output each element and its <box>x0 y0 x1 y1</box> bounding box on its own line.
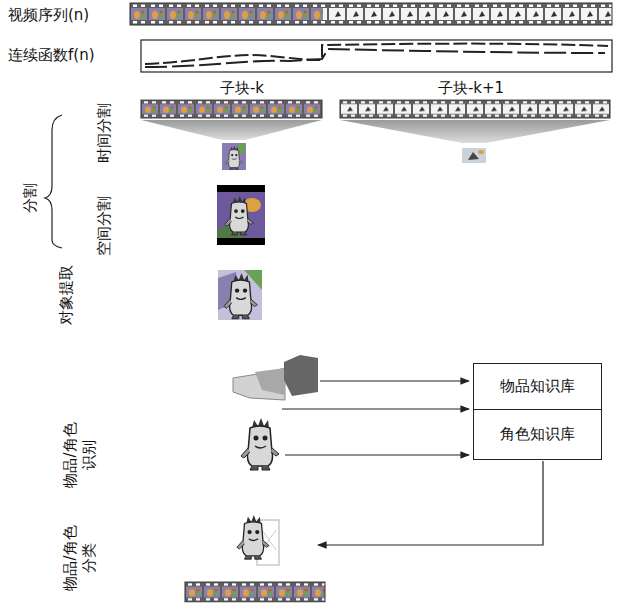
box-text: 角色知识库 <box>500 425 575 444</box>
character-figure <box>225 196 254 235</box>
knowledge-box: 物品知识库 <box>473 363 602 410</box>
film-strip <box>141 100 322 118</box>
arrow <box>320 380 469 381</box>
funnel <box>141 120 322 140</box>
film-frames <box>340 100 610 118</box>
thumbnail-bg <box>222 143 246 170</box>
object-piece <box>233 368 285 400</box>
film-frames <box>130 3 323 25</box>
row-label: 连续函数f(n) <box>8 46 95 65</box>
film-strip <box>340 100 610 118</box>
object-piece <box>255 368 285 395</box>
film-frames <box>141 100 322 118</box>
character-figure <box>241 418 279 470</box>
character-figure <box>237 515 269 559</box>
image-frame <box>217 185 265 245</box>
stage-label: 分割 <box>21 183 40 213</box>
object-image <box>218 270 262 320</box>
character-figure <box>224 273 257 319</box>
film-frames <box>323 3 612 25</box>
stage-label: 时间分割 <box>95 103 114 163</box>
thumbnail-bg <box>462 148 486 163</box>
film-strip <box>185 582 325 602</box>
function-curve <box>145 49 605 67</box>
funnel <box>340 120 610 143</box>
object-piece <box>284 355 318 396</box>
stage-label: 物品/角色识别 <box>61 421 99 490</box>
arrow <box>282 408 469 409</box>
character-figure <box>225 146 242 169</box>
stage-label: 空间分割 <box>95 196 114 256</box>
block-label: 子块-k <box>220 79 264 98</box>
arrow <box>285 454 469 455</box>
spatial-image <box>217 185 265 245</box>
film-border <box>130 3 612 25</box>
function-box <box>141 40 612 72</box>
function-curve <box>145 44 608 64</box>
film-strip <box>130 3 612 25</box>
thumbnail-shape <box>468 152 479 160</box>
thumbnail-shape <box>478 150 484 154</box>
object-shapes <box>233 355 318 400</box>
thumbnail <box>462 148 486 163</box>
stage-label: 物品/角色分类 <box>61 524 99 593</box>
stage-label: 对象提取 <box>57 265 76 325</box>
film-frames <box>185 582 325 602</box>
thumbnail-patch <box>238 144 245 154</box>
row-label: 视频序列(n) <box>8 6 89 25</box>
image-bg <box>217 192 265 238</box>
arrow <box>318 461 543 545</box>
block-label: 子块-k+1 <box>438 79 504 98</box>
box-text: 物品知识库 <box>500 377 575 396</box>
brace <box>45 115 62 248</box>
image-bg <box>218 270 262 320</box>
knowledge-box: 角色知识库 <box>473 409 602 460</box>
thumbnail <box>222 143 246 170</box>
